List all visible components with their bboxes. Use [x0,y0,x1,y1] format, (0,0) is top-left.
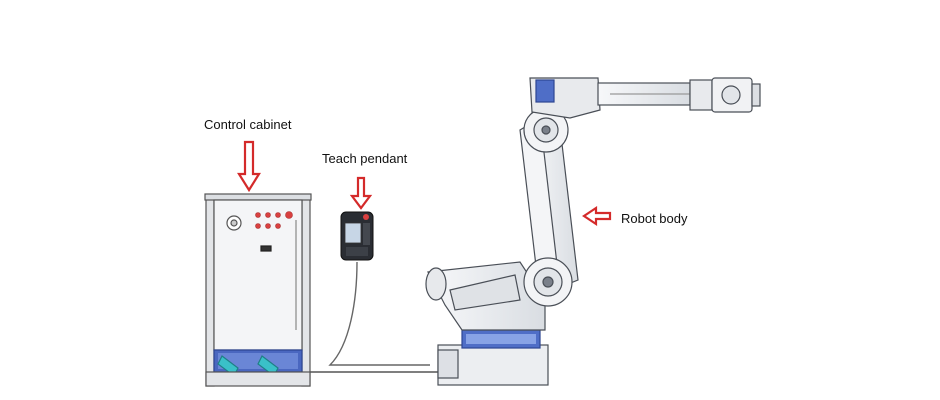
down-arrow-icon [237,140,261,193]
pendant-cable [328,261,430,366]
control-cabinet-label: Control cabinet [204,117,292,132]
teach-pendant [340,211,374,261]
control-cabinet [204,193,312,387]
teach-pendant-label: Teach pendant [322,151,408,166]
down-arrow-icon [349,176,373,210]
cabinet-buttons [255,211,293,229]
robot-body [425,77,761,386]
robot-body-label: Robot body [621,211,688,226]
left-arrow-icon [582,205,612,227]
